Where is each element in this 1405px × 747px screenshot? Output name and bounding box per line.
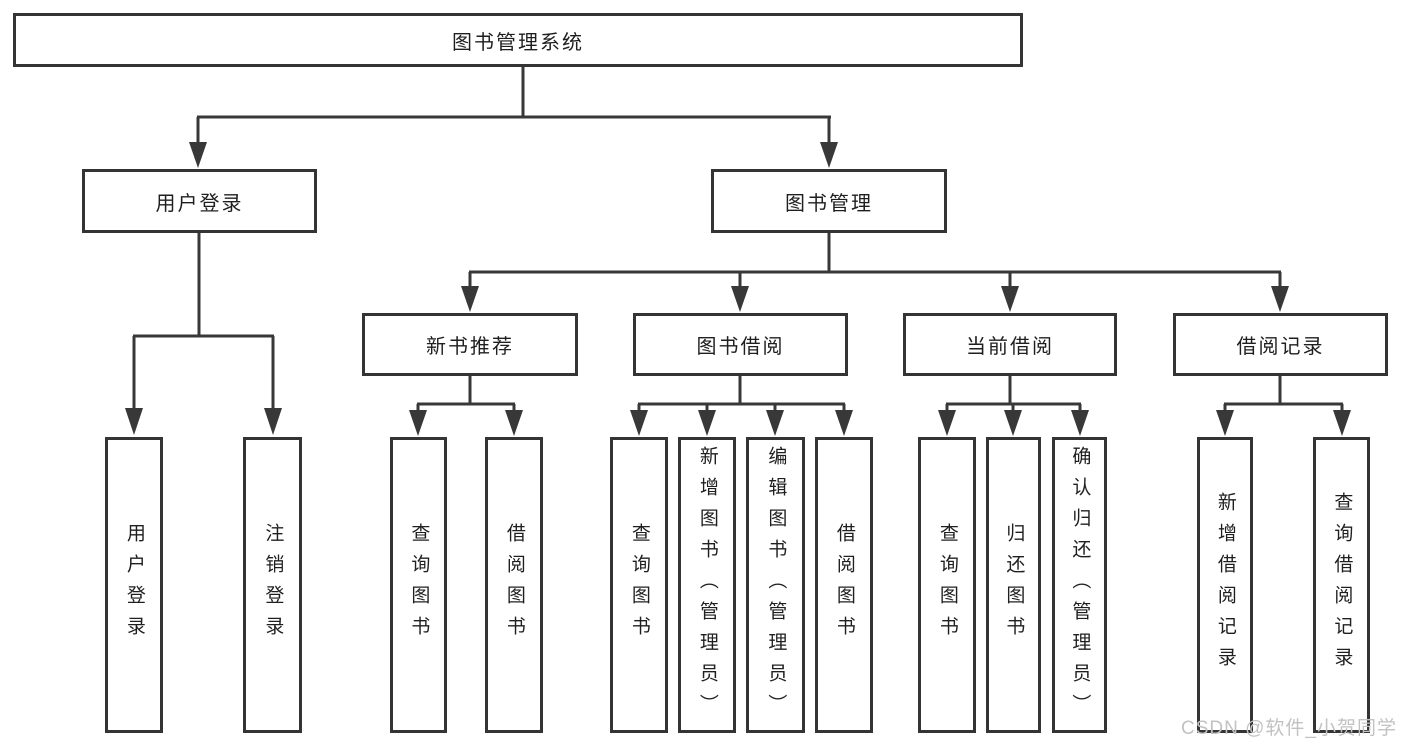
node-label: 查询借阅记录 bbox=[1331, 492, 1353, 678]
node-label: 用户登录 bbox=[123, 523, 145, 647]
node-label: 查询图书 bbox=[628, 523, 650, 647]
node-book-management: 图书管理 bbox=[711, 169, 947, 233]
leaf-edit-book-admin: 编辑图书（管理员） bbox=[746, 437, 805, 733]
leaf-user-login: 用户登录 bbox=[105, 437, 163, 733]
node-current-borrow: 当前借阅 bbox=[903, 313, 1117, 376]
csdn-watermark: CSDN @软件_小贺同学 bbox=[1181, 718, 1397, 739]
node-label: 查询图书 bbox=[408, 523, 430, 647]
node-book-borrow: 图书借阅 bbox=[633, 313, 848, 376]
connector-new-book-children bbox=[409, 376, 523, 436]
leaf-logout: 注销登录 bbox=[243, 437, 302, 733]
node-label: 注销登录 bbox=[262, 523, 284, 647]
connector-current-borrow-children bbox=[938, 376, 1089, 436]
node-label: 确认归还（管理员） bbox=[1069, 445, 1091, 725]
leaf-query-books-current: 查询图书 bbox=[918, 437, 976, 733]
leaf-query-books-borrow: 查询图书 bbox=[610, 437, 668, 733]
leaf-confirm-return-admin: 确认归还（管理员） bbox=[1052, 437, 1107, 733]
connector-book-borrow-children bbox=[630, 376, 853, 436]
node-label: 编辑图书（管理员） bbox=[765, 445, 787, 725]
node-label: 归还图书 bbox=[1003, 523, 1025, 647]
leaf-return-book: 归还图书 bbox=[986, 437, 1041, 733]
node-label: 当前借阅 bbox=[966, 336, 1054, 358]
leaf-add-book-admin: 新增图书（管理员） bbox=[678, 437, 736, 733]
connector-borrow-records-children bbox=[1216, 376, 1351, 436]
node-new-book-recommend: 新书推荐 bbox=[362, 313, 578, 376]
node-label: 借阅图书 bbox=[503, 523, 525, 647]
node-label: 图书管理 bbox=[785, 192, 873, 215]
node-user-login: 用户登录 bbox=[82, 169, 317, 233]
node-label: 图书借阅 bbox=[696, 336, 785, 358]
node-label: 查询图书 bbox=[936, 523, 958, 647]
node-label: 新书推荐 bbox=[426, 336, 514, 358]
leaf-borrow-books: 借阅图书 bbox=[815, 437, 873, 733]
leaf-query-borrow-record: 查询借阅记录 bbox=[1313, 437, 1370, 733]
leaf-add-borrow-record: 新增借阅记录 bbox=[1197, 437, 1253, 733]
node-root-library-system: 图书管理系统 bbox=[13, 13, 1023, 67]
leaf-borrow-books-recommend: 借阅图书 bbox=[485, 437, 543, 733]
connector-root-to-level2 bbox=[189, 66, 838, 168]
node-label: 借阅图书 bbox=[833, 523, 855, 647]
node-label: 借阅记录 bbox=[1236, 336, 1325, 358]
leaf-query-books-recommend: 查询图书 bbox=[390, 437, 447, 733]
node-label: 新增借阅记录 bbox=[1214, 492, 1236, 678]
connector-user-login-children bbox=[125, 233, 282, 435]
node-label: 图书管理系统 bbox=[452, 31, 584, 54]
node-label: 新增图书（管理员） bbox=[696, 445, 718, 725]
connector-book-management-children bbox=[461, 233, 1289, 312]
node-borrow-records: 借阅记录 bbox=[1173, 313, 1388, 376]
node-label: 用户登录 bbox=[155, 192, 244, 215]
